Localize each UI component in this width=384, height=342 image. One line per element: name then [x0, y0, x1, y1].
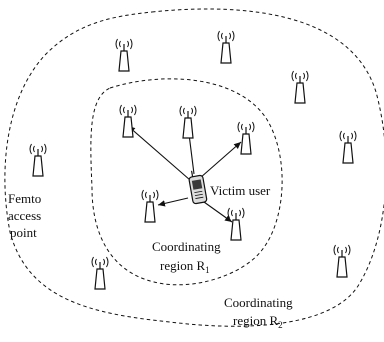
signal-arrows: [127, 125, 242, 223]
femto-access-point-icon: [119, 104, 137, 138]
femto-access-point-icon: [291, 70, 309, 104]
femto-access-point-icon: [179, 105, 197, 139]
femto-access-point-icon: [29, 143, 47, 177]
femto-access-point-label-line2: access: [8, 208, 41, 223]
coordinating-region-r1-subscript: 1: [205, 265, 210, 275]
femto-access-point-label-line1: Femto: [8, 191, 41, 206]
femto-access-point-icon: [141, 189, 159, 223]
arrow-to-ap-5: [203, 201, 233, 223]
coordinating-region-r2-name: region R: [233, 313, 278, 328]
coordinating-region-r2-label-line2: region R2: [233, 313, 283, 330]
coordinating-region-r1-boundary: [90, 78, 283, 286]
femto-access-point-icon: [91, 256, 109, 290]
coordinating-region-r2-label-line1: Coordinating: [224, 295, 293, 310]
femto-access-point-icon: [339, 130, 357, 164]
femto-access-point-icon: [333, 244, 351, 278]
coordinating-region-r2-boundary: [4, 8, 384, 327]
arrow-to-ap-3: [199, 141, 242, 179]
femto-access-point-icon: [115, 38, 133, 72]
femto-access-point-icon: [227, 207, 245, 241]
femto-access-point-icon: [217, 30, 235, 64]
coordinating-region-r1-name: region R: [160, 258, 205, 273]
victim-user-label: Victim user: [210, 183, 271, 198]
victim-user-phone-icon: [188, 170, 208, 205]
femto-access-point-icon: [237, 121, 255, 155]
arrow-to-ap-4: [157, 197, 189, 207]
coordinating-region-r1-label-line1: Coordinating: [152, 239, 221, 254]
coordinating-region-r2-subscript: 2: [278, 320, 283, 330]
coordinating-region-r1-label-line2: region R1: [160, 258, 210, 275]
arrow-to-ap-1: [127, 125, 191, 181]
femto-access-point-label-line3: point: [10, 225, 37, 240]
